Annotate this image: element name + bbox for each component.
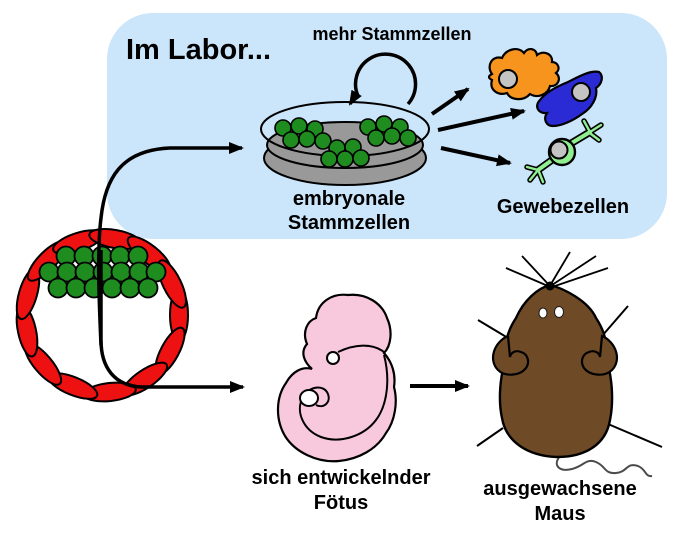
mouse-label-line2: Maus	[534, 503, 586, 525]
arrow-blastocyst-to-fetus	[99, 250, 245, 393]
stem-cell	[352, 149, 370, 167]
stem-cell	[137, 277, 159, 299]
mouse-label: ausgewachsene Maus	[440, 477, 680, 527]
stem-cell	[298, 130, 316, 148]
fetus-illustration	[276, 293, 397, 463]
stem-cell	[47, 277, 69, 299]
dish-label-line1: embryonale	[292, 188, 406, 210]
arrow-dish-to-orange-cell	[430, 87, 470, 116]
fetus-label-line1: sich entwickelnder	[251, 467, 431, 489]
fetus-spiral-line	[298, 354, 389, 441]
stem-cell	[65, 277, 87, 299]
neuron-prongs	[525, 119, 603, 184]
orange-cell-nucleus	[498, 69, 518, 89]
fetus-neck-line	[337, 344, 385, 353]
stem-cell	[282, 131, 300, 149]
trophoblast-ring	[15, 228, 189, 403]
fetus-body	[276, 293, 397, 463]
loop-label: mehr Stammzellen	[312, 24, 472, 44]
stem-cell	[383, 127, 401, 145]
fetus-label: sich entwickelnder Fötus	[216, 466, 466, 516]
arrow-dish-to-blue-cell	[437, 107, 526, 132]
stem-cell	[399, 129, 417, 147]
panel-title: Im Labor...	[126, 34, 272, 66]
blastocyst	[15, 228, 189, 403]
stem-cell	[320, 150, 338, 168]
stem-cell	[101, 277, 123, 299]
stem-cell	[336, 150, 354, 168]
mouse-tail	[555, 455, 653, 478]
stem-cell-colonies	[274, 115, 417, 168]
self-renewal-loop-arrow	[348, 52, 418, 106]
mouse-left-paw	[491, 334, 530, 376]
mouse-limb-lines	[476, 305, 663, 448]
fetus-head-notch	[326, 351, 340, 365]
mouse-whiskers	[505, 251, 609, 288]
mouse-nose	[545, 281, 555, 291]
stem-cell	[119, 277, 141, 299]
mouse-label-line1: ausgewachsene	[483, 478, 637, 500]
mouse-right-paw	[580, 334, 619, 376]
neuron-arms	[536, 130, 592, 172]
fetus-label-line2: Fötus	[313, 492, 369, 514]
neuron-nucleus	[549, 140, 569, 160]
mouse-illustration	[476, 251, 663, 478]
tissue-cells-label: Gewebezellen	[496, 196, 630, 218]
fetus-spiral-hole	[299, 389, 319, 407]
mouse-left-eye	[538, 307, 548, 319]
inner-cell-mass	[38, 245, 167, 299]
stem-cell	[367, 129, 385, 147]
mouse-right-eye	[554, 306, 564, 318]
dish-label: embryonale Stammzellen	[249, 187, 449, 235]
stem-cell	[314, 132, 332, 150]
mouse-body	[498, 283, 614, 459]
arrow-dish-to-neuron-cell	[440, 146, 512, 167]
dish-label-line2: Stammzellen	[287, 212, 411, 234]
blue-cell-nucleus	[571, 82, 591, 102]
